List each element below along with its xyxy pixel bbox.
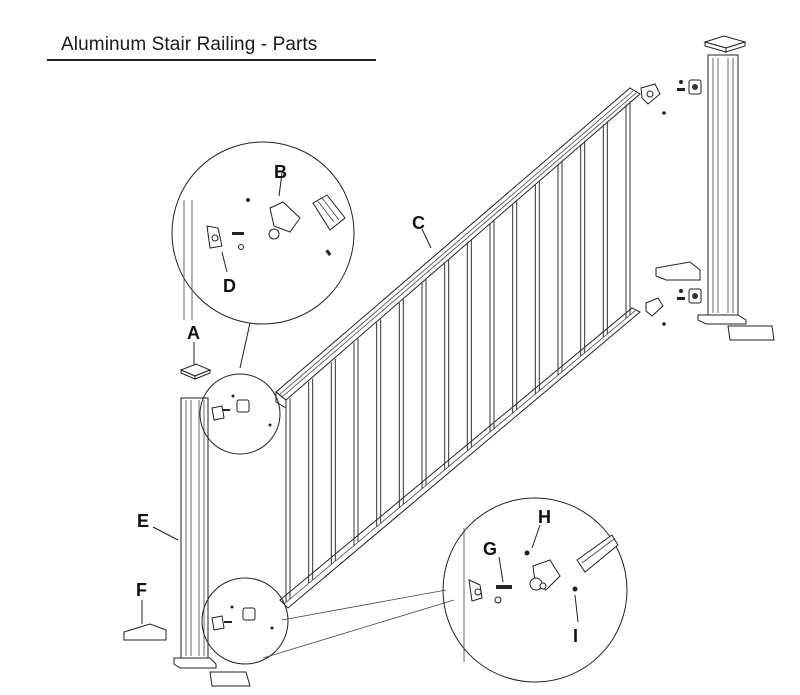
skirt-f [123,623,167,641]
label-i: I [573,626,578,646]
leader-c [421,228,432,249]
leader-e [152,526,179,541]
right-post [655,35,775,341]
detail-circle-top [171,141,355,369]
label-f: F [136,580,147,600]
label-d: D [223,276,236,296]
title-underline [47,59,376,61]
label-b: B [274,162,287,182]
balusters [285,101,631,602]
right-bottom-brackets [645,288,702,326]
left-post [123,363,251,687]
label-e: E [137,511,149,531]
detail-circle-bottom [442,497,628,683]
label-g: G [483,539,497,559]
detail-circle-small-top [199,373,281,455]
label-a: A [187,323,200,343]
label-h: H [538,507,551,527]
label-c: C [412,213,425,233]
left-base-skirt [209,671,251,687]
right-top-brackets [640,79,702,115]
diagram-title: Aluminum Stair Railing - Parts [61,34,318,55]
top-rail [275,87,641,409]
detail-circle-small-bottom [201,577,455,665]
right-skirt-part [655,261,701,281]
right-base-skirt [727,325,775,341]
